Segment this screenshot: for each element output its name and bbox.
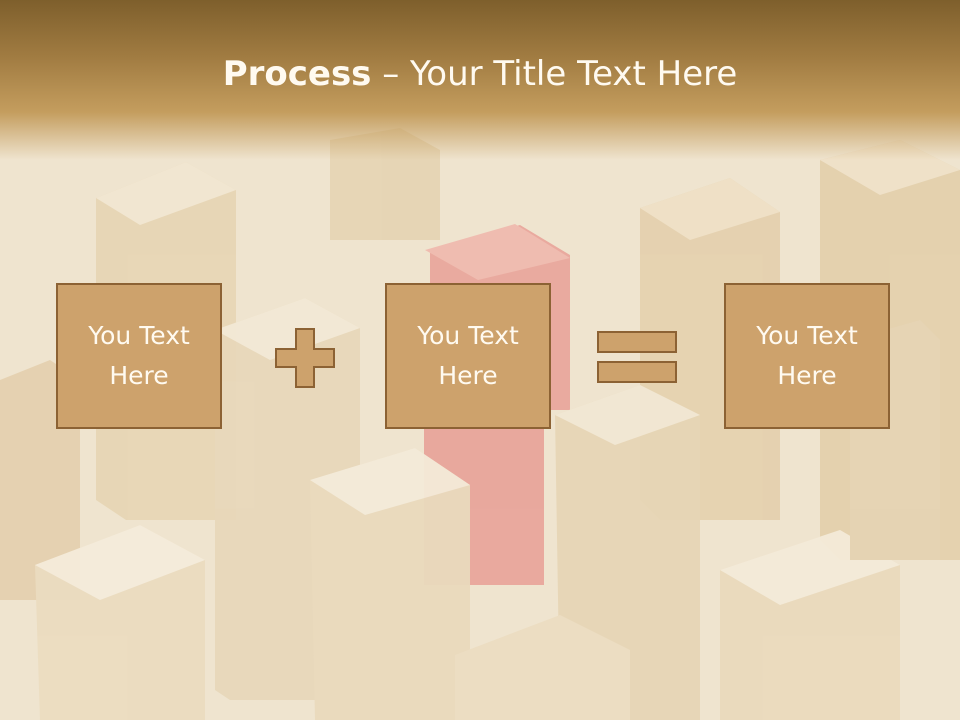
title-bold: Process — [222, 54, 372, 94]
text-box-1-label: You Text Here — [88, 321, 190, 390]
title-bar — [0, 0, 960, 160]
text-box-3[interactable]: You Text Here — [724, 283, 890, 429]
plus-icon — [275, 328, 335, 388]
title-rest: – Your Title Text Here — [371, 54, 738, 94]
slide-title: Process – Your Title Text Here — [0, 52, 960, 96]
equals-icon — [597, 331, 677, 383]
text-box-1[interactable]: You Text Here — [56, 283, 222, 429]
text-box-3-label: You Text Here — [756, 321, 858, 390]
text-box-2[interactable]: You Text Here — [385, 283, 551, 429]
text-box-2-label: You Text Here — [417, 321, 519, 390]
